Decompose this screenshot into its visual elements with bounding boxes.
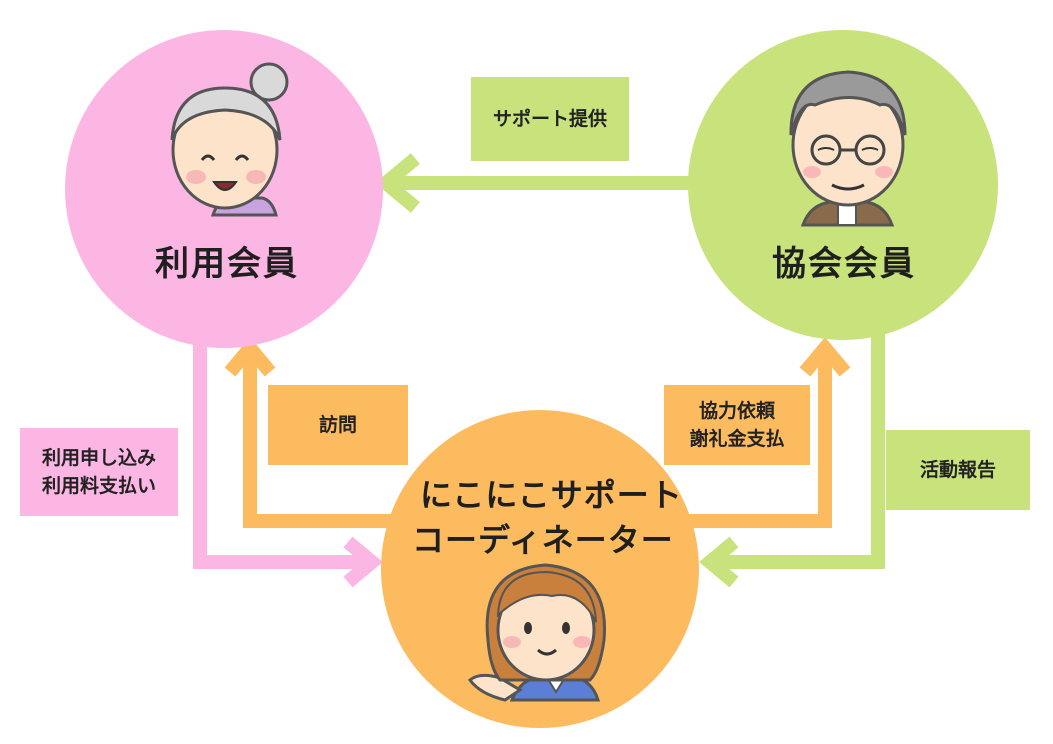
cooperation-request-text: 協力依頼 — [698, 399, 775, 422]
application-text: 利用申し込み — [41, 446, 156, 469]
request-label: 協力依頼 謝礼金支払 — [664, 385, 810, 465]
honorarium-payment-text: 謝礼金支払 — [689, 428, 785, 450]
support-provided-text: サポート提供 — [492, 107, 607, 130]
arrow-support — [375, 153, 697, 213]
elderly-man-glasses-icon — [789, 70, 907, 227]
activity-report-label: 活動報告 — [886, 430, 1030, 510]
visit-text: 訪問 — [318, 413, 357, 436]
user-member-title: 利用会員 — [155, 244, 299, 284]
coordinator-title-line2: コーディネーター — [412, 521, 674, 559]
activity-report-text: 活動報告 — [919, 458, 996, 481]
association-member-title: 協会会員 — [772, 244, 916, 284]
arrow-application — [193, 330, 383, 588]
arrow-report — [699, 330, 885, 588]
arrow-visit — [224, 337, 420, 528]
woman-coordinator-icon — [467, 563, 607, 702]
application-label: 利用申し込み 利用料支払い — [20, 428, 178, 516]
support-provided-label: サポート提供 — [471, 77, 629, 161]
elderly-woman-icon — [170, 62, 289, 217]
arrow-request — [660, 337, 851, 528]
visit-label: 訪問 — [268, 385, 408, 465]
coordinator-title-line1: にこにこサポート — [420, 476, 683, 514]
fee-payment-text: 利用料支払い — [41, 475, 156, 497]
